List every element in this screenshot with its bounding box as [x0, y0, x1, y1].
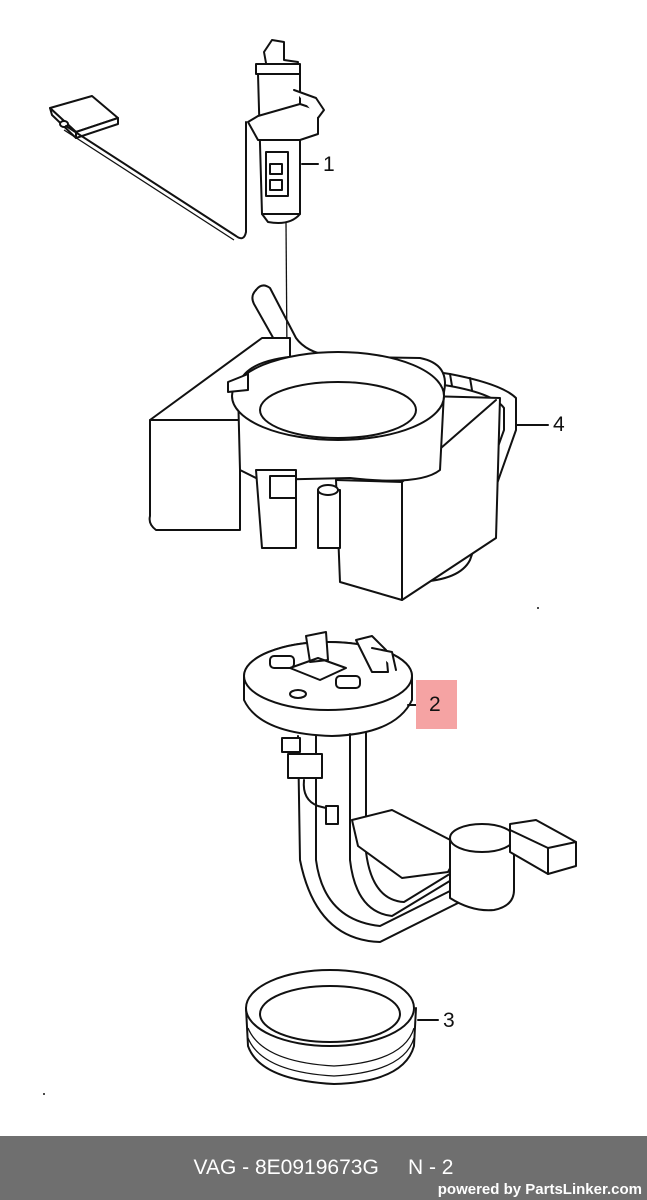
footer-bar — [0, 1136, 647, 1200]
callout-label-1[interactable]: 1 — [323, 153, 335, 176]
callout-2-highlight — [416, 680, 457, 729]
part-1-fuel-level-sender[interactable] — [49, 39, 325, 491]
part-2-fuel-pump-module[interactable] — [243, 631, 577, 943]
part-3-seal-ring[interactable] — [245, 969, 439, 1085]
exploded-parts-diagram — [43, 39, 577, 1095]
footer-part-number: VAG - 8E0919673G N - 2 — [193, 1156, 454, 1179]
footer-brand-link[interactable]: powered by PartsLinker.com — [437, 1181, 642, 1198]
callout-label-3[interactable]: 3 — [443, 1009, 455, 1032]
callout-label-2[interactable]: 2 — [429, 693, 441, 716]
callout-label-4[interactable]: 4 — [553, 413, 565, 436]
part-4-fuel-reservoir[interactable] — [148, 284, 549, 601]
